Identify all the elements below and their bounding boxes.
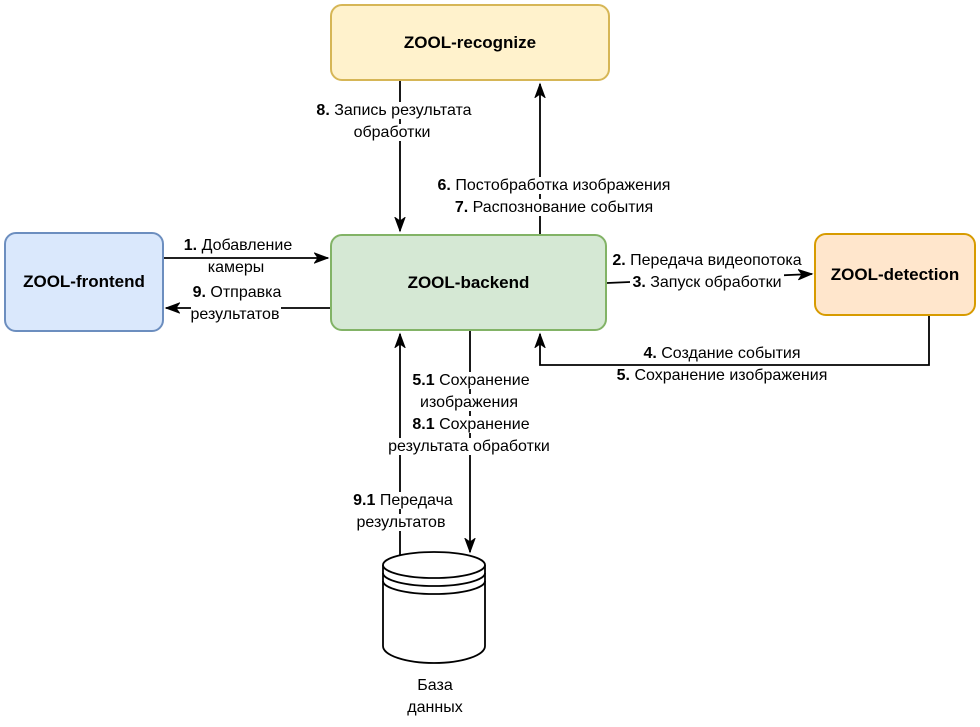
database-label: База данных (407, 677, 463, 716)
node-zool-backend-label: ZOOL-backend (407, 272, 530, 292)
node-zool-frontend-label: ZOOL-frontend (23, 272, 145, 291)
label-step-8: 8. Запись результата обработки (314, 102, 472, 141)
node-zool-backend: ZOOL-backend (330, 234, 607, 331)
label-steps-6-7: 6. Постобработка изображения 7. Распозно… (435, 177, 673, 216)
node-zool-detection: ZOOL-detection (814, 233, 976, 316)
node-zool-recognize: ZOOL-recognize (330, 4, 610, 81)
node-zool-frontend: ZOOL-frontend (4, 232, 164, 332)
label-step-1: 1. Добавление камеры (181, 237, 293, 276)
node-zool-recognize-label: ZOOL-recognize (403, 32, 537, 52)
label-step-9-1: 9.1 Передача результатов (351, 492, 453, 531)
edge-detection-to-backend (540, 316, 930, 366)
label-step-9: 9. Отправка результатов (190, 284, 282, 323)
label-steps-5-1-8-1: 5.1 Сохранение изображения 8.1 Сохранени… (388, 372, 552, 455)
node-zool-detection-label: ZOOL-detection (830, 264, 960, 284)
database-cylinder (382, 551, 486, 664)
label-steps-4-5: 4. Создание события 5. Сохранение изобра… (614, 345, 830, 384)
label-steps-2-3: 2. Передача видеопотока 3. Запуск обрабо… (610, 252, 804, 291)
